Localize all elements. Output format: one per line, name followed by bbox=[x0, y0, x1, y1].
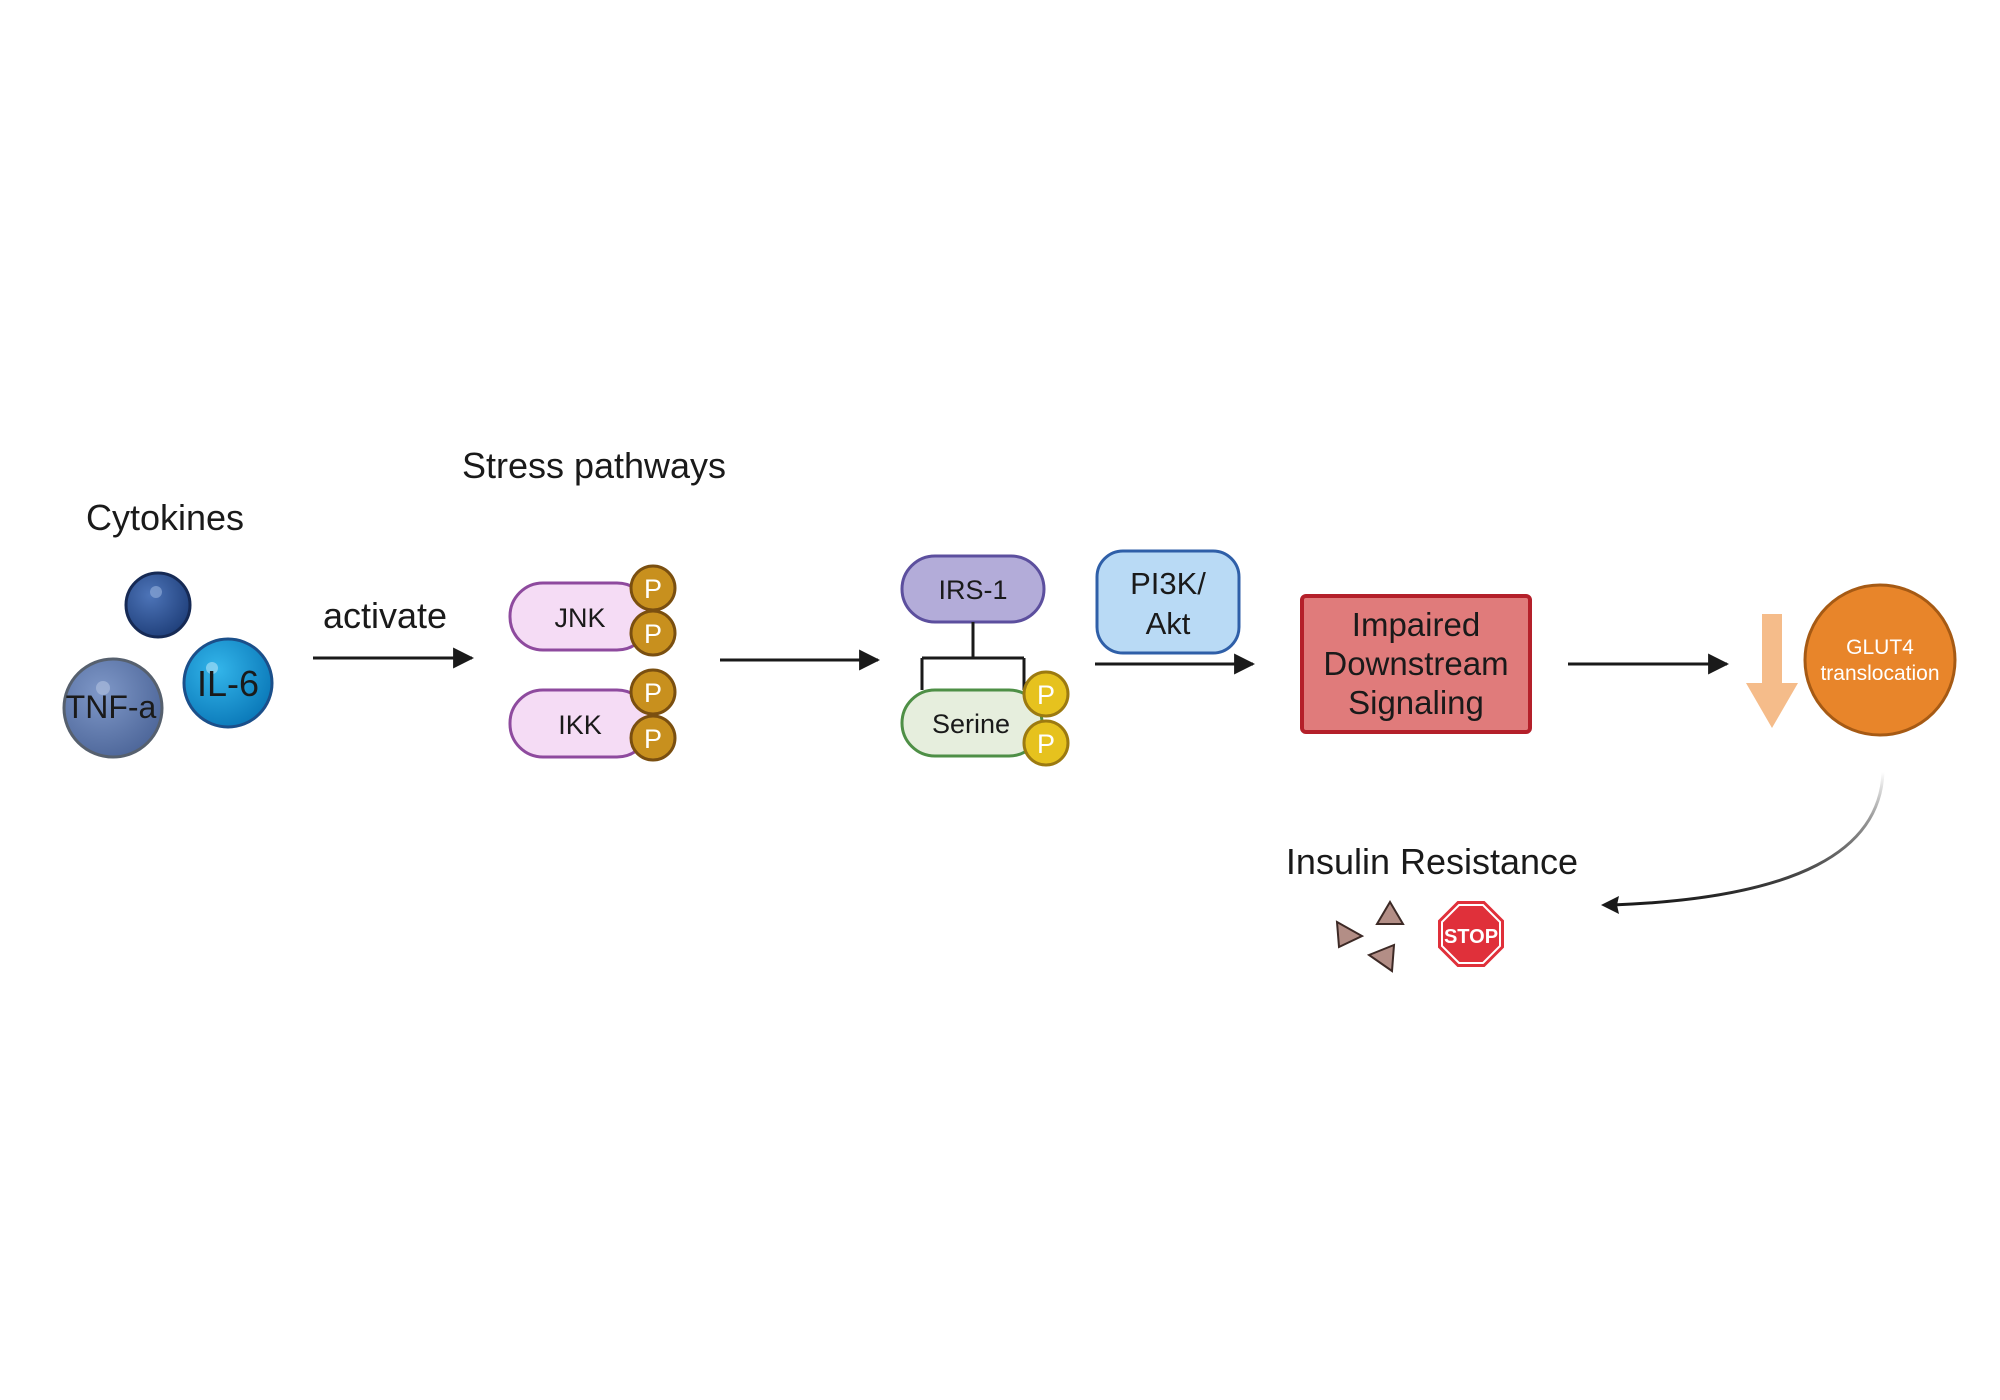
glut4-label-line2: translocation bbox=[1820, 662, 1939, 685]
pi3k-label-line1: PI3K/ bbox=[1130, 566, 1206, 601]
irs1-label: IRS-1 bbox=[938, 575, 1007, 605]
glut4-translocation-circle: GLUT4 translocation bbox=[1803, 583, 1957, 737]
irs1-serine-connector bbox=[920, 622, 1026, 690]
serine-phospho-1-label: P bbox=[1037, 680, 1055, 710]
stop-sign-label: STOP bbox=[1444, 926, 1498, 948]
serine-phospho-2-label: P bbox=[1037, 729, 1055, 759]
il6-sphere: IL-6 bbox=[182, 637, 274, 729]
jnk-phospho-2-label: P bbox=[644, 619, 662, 649]
glut4-to-resistance-curved-arrow bbox=[1611, 771, 1885, 907]
curved-arrow-head bbox=[1601, 896, 1619, 914]
down-arrow-icon bbox=[1746, 614, 1798, 728]
insulin-resistance-label: Insulin Resistance bbox=[1286, 841, 1578, 882]
irs1-complex: IRS-1 Serine P P bbox=[900, 554, 1070, 767]
serine-phospho-2 bbox=[1022, 719, 1070, 767]
jnk-kinase: JNK P P bbox=[508, 564, 677, 657]
ikk-phospho-2-label: P bbox=[644, 724, 662, 754]
glucose-triangle-icon bbox=[1335, 900, 1405, 973]
cytokines-label: Cytokines bbox=[86, 497, 244, 538]
impaired-label-line3: Signaling bbox=[1348, 684, 1484, 721]
ikk-kinase: IKK P P bbox=[508, 668, 677, 762]
ikk-phospho-1 bbox=[629, 668, 677, 716]
glut4-label-line1: GLUT4 bbox=[1846, 636, 1914, 659]
serine-phospho-1 bbox=[1022, 670, 1070, 718]
impaired-label-line1: Impaired bbox=[1352, 606, 1480, 643]
unlabeled-cytokine-sphere bbox=[124, 571, 192, 639]
jnk-label: JNK bbox=[554, 603, 605, 633]
jnk-phospho-2 bbox=[629, 609, 677, 657]
serine-label: Serine bbox=[932, 709, 1010, 739]
impaired-label-line2: Downstream bbox=[1323, 645, 1508, 682]
pi3k-akt-box: PI3K/ Akt bbox=[1095, 549, 1241, 655]
ikk-label: IKK bbox=[558, 710, 602, 740]
cytokine-spheres: TNF-a IL-6 bbox=[62, 571, 274, 759]
pi3k-label-line2: Akt bbox=[1146, 606, 1191, 641]
activate-label: activate bbox=[323, 595, 447, 636]
jnk-phospho-1-label: P bbox=[644, 574, 662, 604]
tnf-sphere: TNF-a bbox=[62, 657, 164, 759]
stress-pathways-label: Stress pathways bbox=[462, 445, 726, 486]
tnf-label: TNF-a bbox=[66, 689, 157, 725]
stop-sign-icon: STOP bbox=[1436, 899, 1506, 969]
ikk-phospho-1-label: P bbox=[644, 678, 662, 708]
ikk-phospho-2 bbox=[629, 714, 677, 762]
impaired-signaling-box: Impaired Downstream Signaling bbox=[1300, 594, 1532, 734]
il6-label: IL-6 bbox=[197, 663, 259, 704]
